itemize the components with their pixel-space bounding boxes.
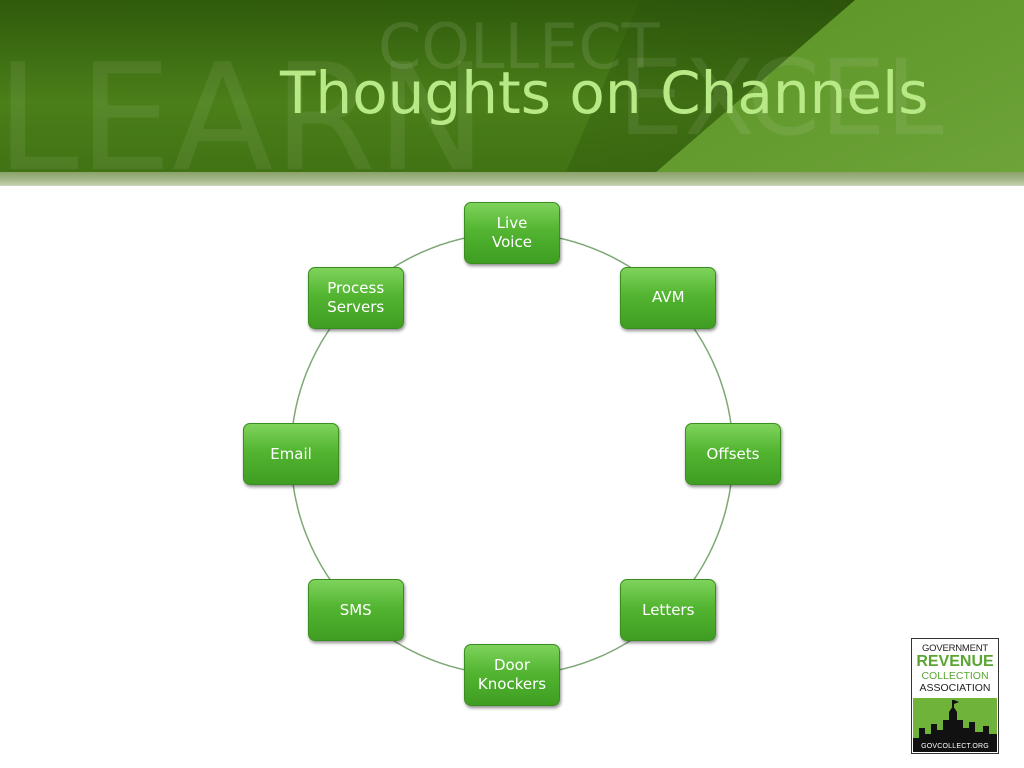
logo-line-revenue: REVENUE [916, 653, 994, 670]
header-banner: LEARN COLLECT EXCEL [0, 0, 1024, 186]
cycle-node-label: AVM [652, 288, 685, 307]
cycle-node: Letters [620, 579, 717, 642]
grca-logo: GOVERNMENT REVENUE COLLECTION ASSOCIATIO… [911, 638, 999, 754]
cycle-node-label: Live Voice [492, 214, 532, 251]
slide-title: Thoughts on Channels [280, 59, 929, 127]
cycle-node-label: SMS [339, 600, 372, 619]
cycle-node-label: Email [270, 444, 312, 463]
logo-url: GOVCOLLECT.ORG [921, 743, 989, 750]
header-stripe [0, 172, 1024, 186]
cycle-node-label: Process Servers [327, 278, 385, 316]
cycle-node: Email [243, 423, 339, 485]
cycle-node: Door Knockers [464, 644, 560, 706]
cycle-node: AVM [620, 266, 717, 329]
cycle-node-label: Door Knockers [477, 656, 547, 693]
cycle-node: Live Voice [464, 202, 560, 264]
logo-line-government: GOVERNMENT [921, 643, 989, 654]
watermark-collect: COLLECT [378, 10, 660, 83]
capitol-skyline-icon [913, 700, 997, 752]
header-diagonal-band [560, 0, 1024, 186]
watermark-excel: EXCEL [618, 37, 944, 159]
watermark-learn: LEARN [0, 32, 487, 186]
cycle-node-label: Offsets [706, 444, 760, 463]
cycle-node: Offsets [685, 423, 781, 485]
cycle-node: Process Servers [307, 266, 404, 329]
cycle-node: SMS [307, 579, 404, 642]
logo-skyline [913, 698, 997, 752]
logo-line-collection: COLLECTION [921, 670, 989, 682]
cycle-node-label: Letters [642, 600, 695, 619]
logo-line-association: ASSOCIATION [919, 682, 991, 694]
